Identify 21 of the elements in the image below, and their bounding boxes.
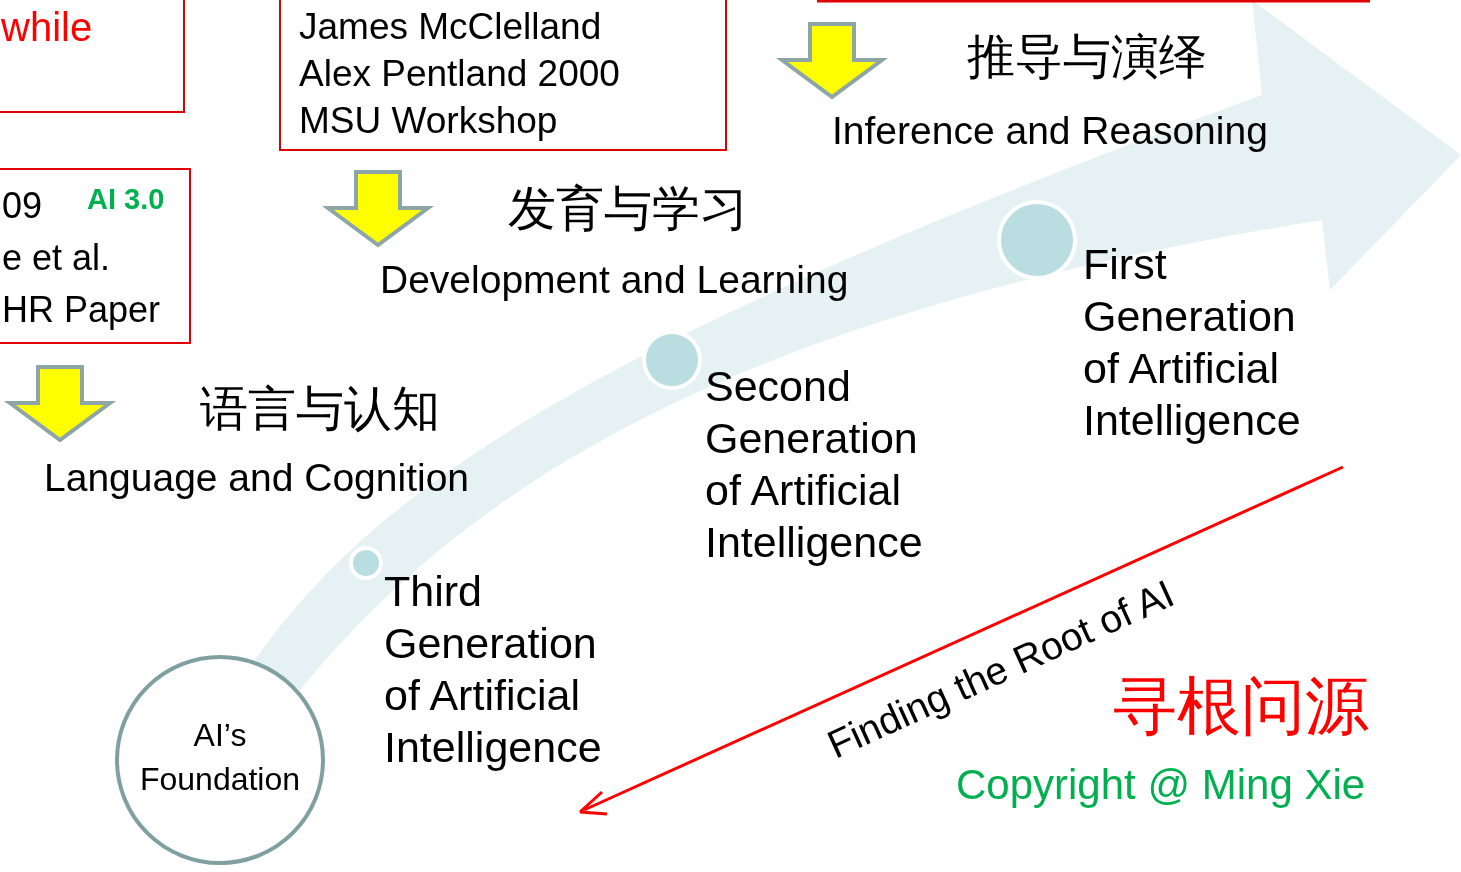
node-text: AI 3.0 <box>87 182 165 217</box>
node-text: while <box>1 4 93 51</box>
stage-label: Development and Learning <box>380 257 849 303</box>
generation-label: Third Generation of Artificial Intelligence <box>384 566 603 773</box>
copyright-text: Copyright @ Ming Xie <box>956 760 1366 810</box>
chinese-heading: 语言与认知 <box>200 381 440 437</box>
node-text: e et al. <box>2 236 111 280</box>
chinese-heading: 推导与演绎 <box>967 29 1207 85</box>
generation-label: First Generation of Artificial Intelligence <box>1083 239 1302 446</box>
generation-label: Second Generation of Artificial Intelligence <box>705 361 924 568</box>
stage-label: Language and Cognition <box>44 455 470 501</box>
chinese-heading: 发育与学习 <box>508 181 748 237</box>
node-text: AI’s Foundation <box>138 716 302 799</box>
text-box <box>0 168 191 344</box>
node-text: 09 <box>2 184 43 228</box>
text-box <box>0 0 185 113</box>
stage-label: Inference and Reasoning <box>832 108 1268 154</box>
node-text: James McClelland Alex Pentland 2000 MSU Workshop <box>299 5 621 143</box>
chinese-title: 寻根问源 <box>1113 669 1369 744</box>
node-text: HR Paper <box>2 288 161 332</box>
text-box <box>279 0 727 151</box>
